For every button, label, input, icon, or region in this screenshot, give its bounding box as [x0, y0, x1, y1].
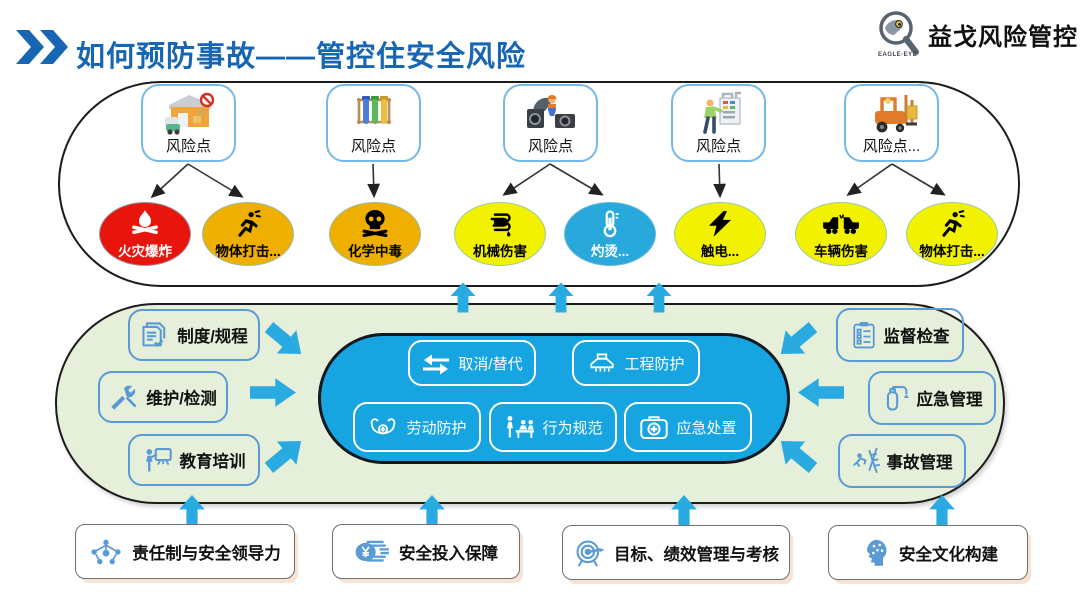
- hazard-label: 化学中毒: [348, 244, 402, 259]
- first-aid-kit-icon: [640, 416, 669, 439]
- center-control-label: 取消/替代: [458, 355, 523, 373]
- hazard-label: 机械伤害: [473, 244, 527, 259]
- center-control-box: 取消/替代: [408, 340, 536, 386]
- foundation-label: 安全文化构建: [899, 545, 998, 564]
- center-control-box: 工程防护: [572, 340, 700, 386]
- control-item-label: 教育培训: [179, 453, 246, 471]
- hazard-label: 物体打击...: [215, 244, 281, 259]
- hazard-label: 车辆伤害: [814, 244, 868, 259]
- center-control-label: 行为规范: [542, 419, 603, 437]
- center-control-box: 行为规范: [489, 402, 617, 452]
- forklift-icon: [874, 95, 917, 133]
- struck-by-object-icon: [942, 210, 965, 237]
- control-item-label: 制度/规程: [177, 328, 248, 346]
- foundation-box: 安全文化构建: [828, 525, 1028, 580]
- control-item-label: 监督检查: [883, 328, 950, 346]
- control-item-label: 维护/检测: [146, 390, 217, 408]
- falling-from-ladder-icon: [852, 447, 880, 474]
- hazard-ellipse: 车辆伤害: [795, 202, 887, 266]
- logo-text: 益戈风险管控: [928, 23, 1078, 51]
- hazard-ellipse: 化学中毒: [329, 202, 421, 266]
- mind-head-icon: [867, 539, 887, 566]
- risk-point-box: 风险点: [326, 84, 421, 162]
- eagle-eye-magnifier-icon: [879, 11, 919, 55]
- risk-point-box: 风险点: [503, 84, 598, 162]
- center-control-box: 应急处置: [624, 402, 752, 452]
- foundation-label: 责任制与安全领导力: [132, 544, 281, 563]
- safety-harness-icon: [371, 418, 396, 435]
- extractor-hood-icon: [590, 353, 615, 373]
- skull-crossbones-icon: [362, 210, 388, 238]
- center-control-box: 劳动防护: [353, 402, 481, 452]
- risk-point-label: 风险点: [350, 138, 396, 155]
- risk-point-label: 风险点: [527, 138, 573, 155]
- hazard-ellipse: 物体打击...: [202, 202, 294, 266]
- control-item: 教育培训: [128, 434, 260, 486]
- yen-coin-icon: [355, 540, 389, 562]
- machinery-worker-icon: [526, 95, 575, 128]
- warehouse-truck-icon: [164, 92, 214, 135]
- foundation-box: 责任制与安全领导力: [75, 524, 295, 579]
- hazard-ellipse: 火灾爆炸: [99, 202, 191, 266]
- control-item-label: 事故管理: [886, 454, 953, 472]
- people-meeting-icon: [507, 416, 535, 438]
- hazard-label: 物体打击...: [919, 244, 985, 259]
- hazard-ellipse: 灼烫...: [564, 202, 656, 266]
- target-icon: [576, 540, 605, 567]
- center-controls-container: [318, 333, 790, 464]
- swap-arrows-icon: [423, 354, 450, 375]
- hazard-ellipse: 物体打击...: [906, 202, 998, 266]
- test-tubes-icon: [356, 96, 391, 124]
- double-chevron-icon: [16, 30, 68, 64]
- risk-point-box: 风险点...: [844, 84, 939, 162]
- org-network-icon: [91, 539, 121, 564]
- page-title: 如何预防事故——管控住安全风险: [76, 41, 527, 73]
- struck-by-object-icon: [238, 210, 261, 237]
- machine-rollers-icon: [490, 213, 511, 237]
- thermometer-icon: [603, 210, 619, 238]
- fire-extinguisher-icon: [886, 386, 909, 411]
- foundation-label: 安全投入保障: [399, 544, 498, 563]
- electrician-panel-icon: [702, 91, 741, 134]
- risk-point-label: 风险点: [165, 138, 211, 155]
- control-item: 监督检查: [836, 308, 964, 362]
- center-control-label: 劳动防护: [406, 419, 467, 437]
- hazard-label: 灼烫...: [590, 244, 630, 259]
- logo-subtext: EAGLE-EYE: [878, 52, 918, 58]
- risk-point-box: 风险点: [671, 84, 766, 162]
- hazard-label: 触电...: [700, 244, 740, 259]
- document-check-icon: [142, 322, 166, 347]
- campfire-icon: [132, 210, 158, 235]
- foundation-box: 安全投入保障: [332, 524, 520, 579]
- control-item: 事故管理: [838, 434, 966, 488]
- foundation-label: 目标、绩效管理与考核: [614, 545, 779, 564]
- risk-point-label: 风险点...: [862, 138, 921, 155]
- hazard-label: 火灾爆炸: [118, 244, 172, 259]
- hazard-ellipse: 机械伤害: [454, 202, 546, 266]
- center-control-label: 工程防护: [624, 355, 685, 373]
- tools-icon: [111, 385, 137, 410]
- risk-point-label: 风险点: [695, 138, 741, 155]
- brand-logo: EAGLE-EYE 益戈风险管控: [872, 8, 1078, 60]
- clipboard-checklist-icon: [852, 322, 875, 349]
- risk-point-box: 风险点: [141, 84, 236, 162]
- vehicle-collision-icon: [823, 214, 859, 234]
- hazard-ellipse: 触电...: [674, 202, 766, 266]
- control-item: 维护/检测: [98, 371, 228, 423]
- control-item: 制度/规程: [128, 309, 260, 361]
- control-item-label: 应急管理: [916, 391, 983, 409]
- control-item: 应急管理: [868, 371, 996, 425]
- foundation-box: 目标、绩效管理与考核: [562, 525, 790, 580]
- center-control-label: 应急处置: [676, 419, 737, 437]
- training-board-icon: [145, 448, 172, 472]
- lightning-bolt-icon: [708, 211, 732, 237]
